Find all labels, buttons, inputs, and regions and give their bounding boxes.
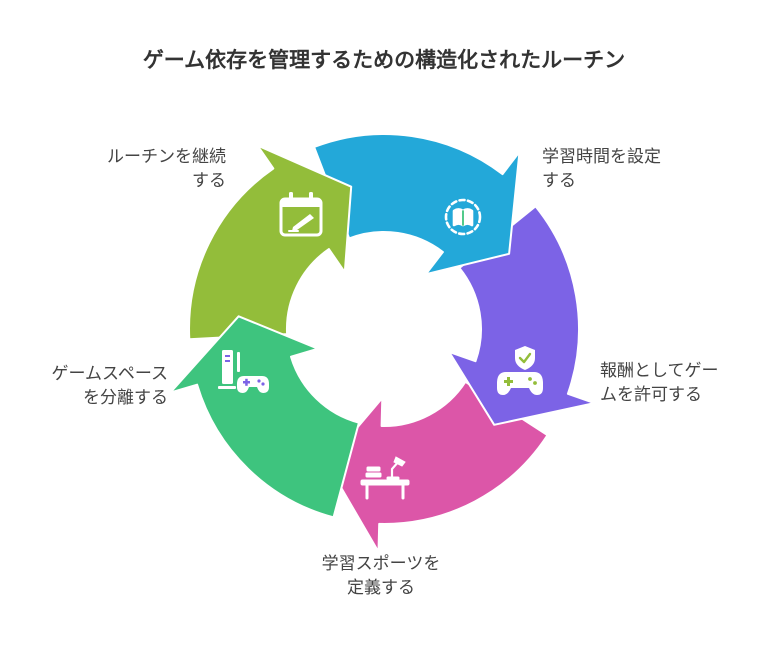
book-clock-icon — [444, 198, 482, 236]
cycle-icons — [218, 192, 543, 500]
step-label-define-study-sports: 学習スポーツを 定義する — [321, 554, 441, 598]
step-label-set-study-time: 学習時間を設定 する — [542, 147, 661, 191]
gamepad-check-icon — [497, 346, 543, 395]
arrow-define-study-sports — [313, 133, 521, 276]
cycle-arrows — [169, 133, 596, 553]
calendar-edit-icon — [279, 192, 323, 237]
arrow-separate-game-space — [448, 205, 596, 426]
arrow-set-study-time — [169, 315, 360, 519]
step-label-continue-routine: ルーチンを継続 する — [107, 147, 226, 191]
diagram-title: ゲーム依存を管理するための構造化されたルーチン — [142, 48, 626, 72]
step-label-allow-gaming-reward: 報酬としてゲー ムを許可する — [600, 361, 719, 405]
study-desk-icon — [360, 456, 410, 500]
step-label-separate-game-space: ゲームスペース を分離する — [51, 364, 168, 408]
arrow-continue-routine — [326, 380, 549, 553]
gaming-pc-icon — [218, 350, 269, 393]
